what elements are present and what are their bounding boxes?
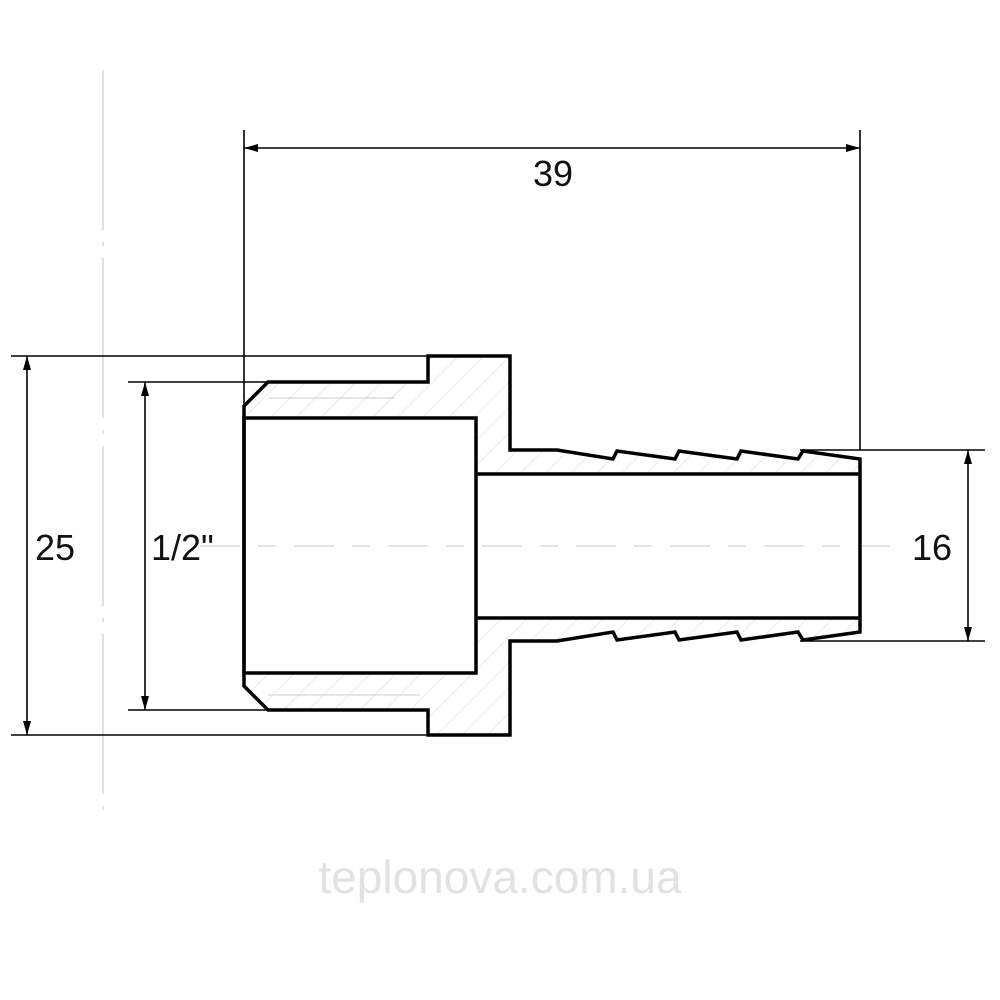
dimension-thread-label: 1/2" <box>151 527 214 568</box>
watermark: teplonova.com.ua <box>318 851 682 903</box>
dimension-thread: 1/2" <box>128 381 268 711</box>
dimension-barb: 16 <box>800 449 985 642</box>
dimension-length-label: 39 <box>533 153 573 194</box>
dimension-length: 39 <box>243 130 861 450</box>
dimension-outer-diameter-label: 25 <box>35 527 75 568</box>
dimension-outer-diameter: 25 <box>11 355 428 736</box>
section-hatching <box>244 356 860 735</box>
dimension-barb-label: 16 <box>912 527 952 568</box>
fitting-outline <box>242 354 862 737</box>
